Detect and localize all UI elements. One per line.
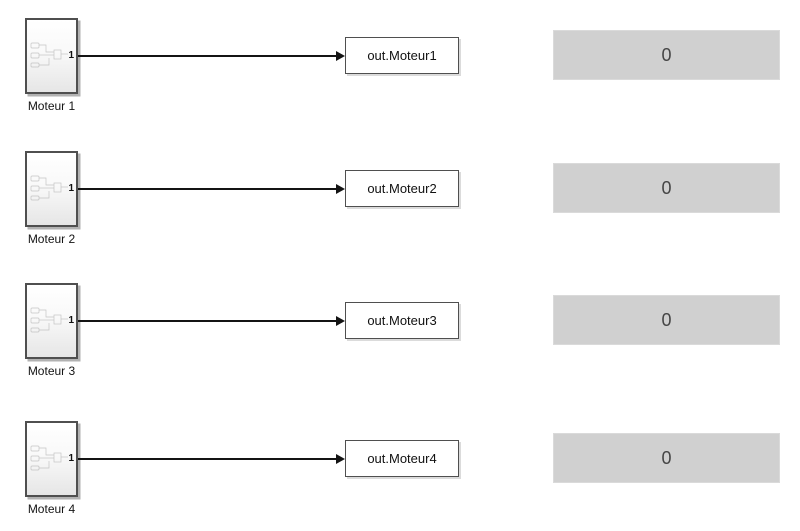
outport-block-label: out.Moteur3 (367, 313, 437, 328)
outport-block[interactable]: out.Moteur2 (345, 170, 459, 207)
outport-block-label: out.Moteur2 (367, 181, 437, 196)
wire-arrowhead-icon (336, 316, 345, 326)
outport-block[interactable]: out.Moteur1 (345, 37, 459, 74)
subsystem-block-label[interactable]: Moteur 3 (27, 364, 76, 378)
display-block[interactable]: 0 (553, 163, 780, 213)
output-port-label: 1 (68, 183, 74, 194)
diagram-row: 1 Moteur 3 out.Moteur3 0 (0, 283, 800, 403)
display-value: 0 (661, 44, 672, 65)
diagram-row: 1 Moteur 1 out.Moteur1 0 (0, 18, 800, 138)
outport-block[interactable]: out.Moteur3 (345, 302, 459, 339)
outport-block-label: out.Moteur4 (367, 451, 437, 466)
subsystem-block-moteur-2[interactable]: 1 (25, 151, 78, 227)
output-port-label: 1 (68, 315, 74, 326)
display-block[interactable]: 0 (553, 433, 780, 483)
subsystem-block-label[interactable]: Moteur 1 (27, 99, 76, 113)
subsystem-thumbnail (30, 307, 68, 333)
display-value: 0 (661, 177, 672, 198)
diagram-row: 1 Moteur 2 out.Moteur2 0 (0, 151, 800, 271)
display-value: 0 (661, 447, 672, 468)
signal-wire[interactable] (78, 188, 337, 190)
subsystem-thumbnail (30, 42, 68, 68)
subsystem-thumbnail (30, 445, 68, 471)
output-port-label: 1 (68, 50, 74, 61)
subsystem-thumbnail (30, 175, 68, 201)
subsystem-block-moteur-1[interactable]: 1 (25, 18, 78, 94)
display-block[interactable]: 0 (553, 295, 780, 345)
wire-arrowhead-icon (336, 184, 345, 194)
outport-block-label: out.Moteur1 (367, 48, 437, 63)
outport-block[interactable]: out.Moteur4 (345, 440, 459, 477)
subsystem-block-label[interactable]: Moteur 2 (27, 232, 76, 246)
display-block[interactable]: 0 (553, 30, 780, 80)
signal-wire[interactable] (78, 320, 337, 322)
signal-wire[interactable] (78, 458, 337, 460)
diagram-row: 1 Moteur 4 out.Moteur4 0 (0, 421, 800, 531)
signal-wire[interactable] (78, 55, 337, 57)
wire-arrowhead-icon (336, 454, 345, 464)
output-port-label: 1 (68, 453, 74, 464)
subsystem-block-moteur-4[interactable]: 1 (25, 421, 78, 497)
subsystem-block-label[interactable]: Moteur 4 (27, 502, 76, 516)
wire-arrowhead-icon (336, 51, 345, 61)
display-value: 0 (661, 309, 672, 330)
subsystem-block-moteur-3[interactable]: 1 (25, 283, 78, 359)
